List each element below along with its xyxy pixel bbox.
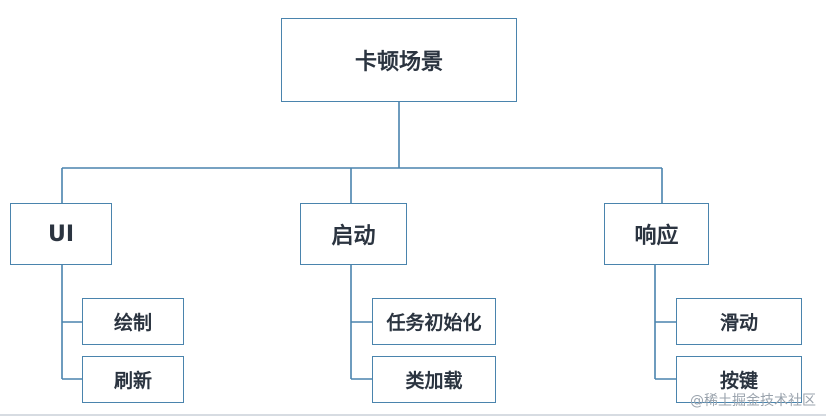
- branch-node-ui-label: UI: [47, 221, 75, 247]
- leaf-node-task-init-label: 任务初始化: [386, 312, 482, 334]
- leaf-node-draw: 绘制: [82, 298, 184, 345]
- leaf-node-task-init: 任务初始化: [372, 298, 496, 345]
- leaf-node-keypress: 按键: [676, 356, 802, 403]
- leaf-node-keypress-label: 按键: [719, 370, 758, 392]
- leaf-node-refresh-label: 刷新: [113, 370, 152, 392]
- root-node: 卡顿场景: [281, 18, 517, 102]
- watermark: @稀土掘金技术社区: [690, 393, 816, 409]
- branch-node-startup: 启动: [300, 203, 407, 265]
- bottom-divider: [0, 414, 826, 416]
- branch-node-startup-label: 启动: [331, 224, 376, 249]
- leaf-node-class-load-label: 类加载: [405, 370, 463, 392]
- leaf-node-draw-label: 绘制: [113, 312, 152, 334]
- leaf-node-class-load: 类加载: [372, 356, 496, 403]
- branch-node-response: 响应: [604, 203, 709, 265]
- root-node-label: 卡顿场景: [354, 50, 443, 75]
- leaf-node-scroll-label: 滑动: [719, 312, 758, 334]
- leaf-node-scroll: 滑动: [676, 298, 802, 345]
- branch-node-response-label: 响应: [634, 224, 679, 249]
- branch-node-ui: UI: [10, 203, 112, 265]
- leaf-node-refresh: 刷新: [82, 356, 184, 403]
